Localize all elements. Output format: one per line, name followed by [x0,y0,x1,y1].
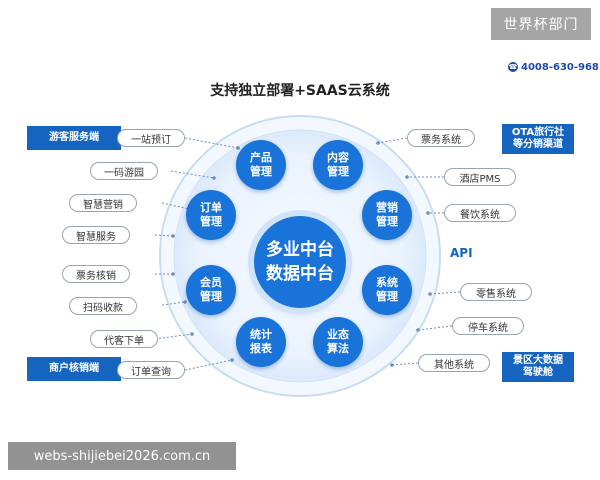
node-statistics-report: 统计报表 [236,317,286,367]
watermark-badge: 世界杯部门 [491,8,591,40]
pill-ticket-verify: 票务核销 [62,265,130,283]
phone-number-text: 4008-630-968 [521,61,599,73]
pill-dining-system: 餐饮系统 [444,204,516,222]
tag-visitor-service: 游客服务端 [27,126,121,150]
pill-smart-marketing: 智慧营销 [69,194,137,212]
pill-parking-system: 停车系统 [452,317,524,335]
tag-merchant-verify: 商户核销端 [27,357,121,381]
phone-icon: ☎ [508,62,518,72]
pill-ticket-system: 票务系统 [407,129,475,147]
node-product-management: 产品管理 [236,140,286,190]
node-order-management: 订单管理 [186,190,236,240]
node-business-algorithm: 业态算法 [313,317,363,367]
pill-one-code-park: 一码游园 [90,162,158,180]
pill-hotel-pms: 酒店PMS [444,168,516,186]
node-content-management: 内容管理 [313,140,363,190]
center-hub: 多业中台数据中台 [254,216,346,308]
pill-proxy-order: 代客下单 [90,330,158,348]
footer-url-watermark: webs-shijiebei2026.com.cn [8,442,236,470]
tag-scenic-cockpit: 景区大数据 驾驶舱 [502,352,574,382]
node-system-management: 系统管理 [362,265,412,315]
pill-one-stop-booking: 一站预订 [117,129,185,147]
node-member-management: 会员管理 [186,265,236,315]
node-marketing-management: 营销管理 [362,190,412,240]
pill-order-query: 订单查询 [117,361,185,379]
diagram-title: 支持独立部署+SAAS云系统 [210,83,390,99]
pill-scan-pay: 扫码收款 [69,297,137,315]
pill-smart-service: 智慧服务 [62,226,130,244]
phone-number: ☎ 4008-630-968 [508,60,599,74]
connector-lines [154,137,461,371]
api-label: API [450,246,473,260]
tag-ota-channels: OTA旅行社 等分销渠道 [502,124,574,154]
pill-retail-system: 零售系统 [460,283,532,301]
pill-other-systems: 其他系统 [418,354,490,372]
